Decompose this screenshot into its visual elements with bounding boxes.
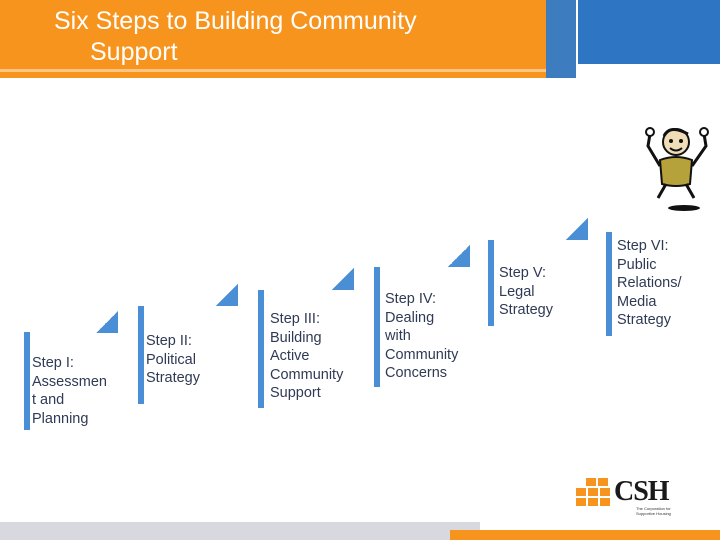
- footer-accent: [450, 530, 720, 540]
- slide-title-line1: Six Steps to Building Community: [54, 7, 417, 35]
- step-6-bar: [606, 232, 612, 336]
- csh-logo: CSH The Corporation for Supportive Housi…: [576, 476, 686, 520]
- step-1-label: Step I: Assessmen t and Planning: [32, 355, 107, 427]
- step-1-tab-icon: [96, 311, 118, 333]
- step-3-tab-icon: [332, 268, 354, 290]
- csh-logo-subtitle: The Corporation for Supportive Housing: [636, 506, 671, 516]
- step-5-label: Step V: Legal Strategy: [499, 265, 553, 318]
- footer-strip: [0, 522, 480, 540]
- csh-logo-mark-icon: [576, 478, 610, 506]
- step-2-label: Step II: Political Strategy: [146, 333, 200, 386]
- slide-title-line2: Support: [90, 38, 178, 66]
- step-5-tab-icon: [566, 218, 588, 240]
- step-6-label: Step VI: Public Relations/ Media Strateg…: [617, 238, 682, 328]
- title-banner-corner: [578, 0, 720, 64]
- title-banner-accent: [546, 0, 576, 78]
- step-3-bar: [258, 290, 264, 408]
- cheering-person-icon: [645, 127, 709, 211]
- csh-logo-text: CSH: [614, 476, 670, 507]
- step-3-label: Step III: Building Active Community Supp…: [270, 311, 344, 401]
- step-2-bar: [138, 306, 144, 404]
- step-2-tab-icon: [216, 284, 238, 306]
- step-4-tab-icon: [448, 245, 470, 267]
- slide-title: Six Steps to Building Community Support: [24, 6, 544, 68]
- step-5-bar: [488, 240, 494, 326]
- title-banner: [0, 0, 548, 78]
- step-4-label: Step IV: Dealing with Community Concerns: [385, 291, 459, 381]
- step-1-bar: [24, 332, 30, 430]
- step-4-bar: [374, 267, 380, 387]
